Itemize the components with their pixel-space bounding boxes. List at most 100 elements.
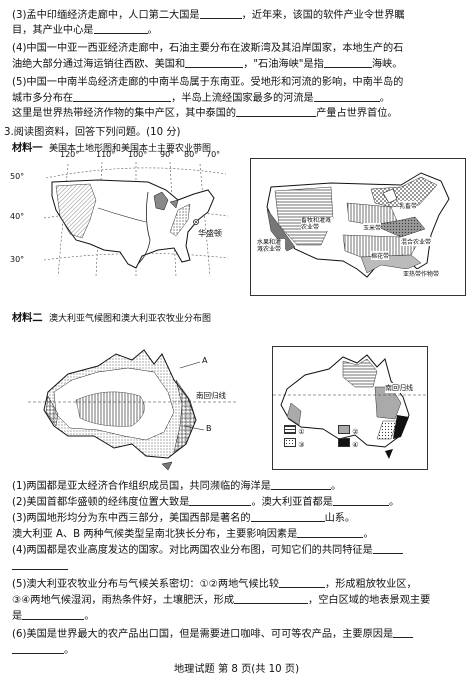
q5-text-a: (5)中国一中南半岛经济走廊的中南半岛属于东南亚。受地形和河流的影响，中南半岛的	[12, 77, 404, 88]
lon-120-label: 120°	[60, 150, 80, 159]
blank[interactable]	[12, 559, 68, 570]
s4-line2	[12, 559, 464, 573]
page-footer: 地理试题 第 8 页(共 10 页)	[173, 664, 300, 675]
s5-text-b: ，形成粗放牧业区，	[325, 579, 417, 590]
blank[interactable]	[372, 543, 403, 554]
s6-text-a: (6)美国是世界最大的农产品出口国，但是需要进口咖啡、可可等农产品，主要原因是	[12, 629, 394, 640]
s2-text-d: 。	[388, 497, 400, 508]
q5-line3: 这里是世界热带经济作物的集中产区，其中泰国的 产量占世界首位。	[12, 106, 464, 120]
corn-belt-label: 玉米带	[363, 223, 382, 232]
q5-text-e: 这里是世界热带经济作物的集中产区，其中泰国的	[12, 108, 237, 119]
q5-text-b: 城市多分布在	[12, 93, 74, 104]
s5-line1: (5)澳大利亚农牧业分布与气候关系密切：①②两地气候比较 ，形成粗放牧业区，	[12, 577, 464, 591]
q4-text-a: (4)中国一中亚一西亚经济走廊中，石油主要分布在波斯湾及其沿岸国家，本地生产的石	[12, 43, 404, 54]
s3-text: (3)两国地形均分为东中西三部分，美国西部是著名的	[12, 513, 251, 524]
q4-text-b: 油绝大部分通过海运销往西欧、美国和	[12, 59, 186, 70]
australia-climate-map: A B 南回归线	[28, 340, 246, 472]
q5-text-c: ，半岛上流经国家最多的河流是	[171, 93, 314, 104]
q3-line: (3)孟中印缅经济走廊中，人口第二大国是 ，近年来，该国的软件产业令世界瞩	[12, 8, 464, 22]
q3-text-b: ，近年来，该国的软件产业令世界瞩	[241, 10, 405, 21]
s6-line1: (6)美国是世界最大的农产品出口国，但是需要进口咖啡、可可等农产品，主要原因是	[12, 627, 464, 641]
blank[interactable]	[279, 577, 326, 588]
blank[interactable]	[189, 495, 252, 506]
legend-swatch-4	[338, 438, 350, 447]
s5-line2: ③④两地气候湿润，雨热条件好，土壤肥沃，形成 ，空白区域的地表景观主要	[12, 593, 464, 607]
legend-4: ④	[352, 441, 359, 449]
s5-text-a: (5)澳大利亚农牧业分布与气候关系密切：①②两地气候比较	[12, 579, 280, 590]
ranching-irrigation-label: 畜牧和灌溉农业带	[301, 217, 333, 231]
s1-text-d: 。	[330, 481, 342, 492]
lon-100-label: 100°	[128, 150, 148, 159]
tropic-label-2: 南回归线	[385, 383, 413, 393]
blank[interactable]	[73, 91, 172, 102]
usa-agri-svg	[266, 172, 450, 278]
q3-text-d: 。	[147, 25, 158, 36]
q4-text-c: ，"石油海峡"是指	[243, 59, 324, 70]
blank[interactable]	[270, 479, 331, 490]
legend-2: ②	[352, 428, 359, 436]
agri-legend: ① ② ③ ④	[284, 425, 404, 465]
s5-text-c: ③④两地气候湿润，雨热条件好，土壤肥沃，形成	[12, 595, 235, 606]
climate-b-label: B	[206, 424, 212, 433]
s5-text-f: 。	[84, 611, 95, 622]
q3-text: (3)孟中印缅经济走廊中，人口第二大国是	[12, 10, 200, 21]
s1-text: (1)两国都是亚太经济合作组织成员国，共同濒临的海洋是	[12, 481, 271, 492]
australia-agri-svg	[273, 354, 427, 459]
blank[interactable]	[12, 643, 64, 654]
blank[interactable]	[185, 57, 244, 68]
lon-80-label: 80°	[184, 150, 199, 159]
s5-text-d: ，空白区域的地表景观主要	[308, 595, 431, 606]
blank[interactable]	[22, 609, 85, 620]
q4-line1: (4)中国一中亚一西亚经济走廊中，石油主要分布在波斯湾及其沿岸国家，本地生产的石	[12, 42, 464, 55]
washington-label: 华盛顿	[198, 229, 222, 238]
lat-30-label: 30°	[10, 255, 25, 264]
blank[interactable]	[332, 495, 389, 506]
blank[interactable]	[250, 511, 325, 522]
s4-text: (4)两国都是农业高度发达的国家。对比两国农业分布图，可知它们的共同特征是	[12, 545, 373, 556]
usa-terrain-map: 50° 40° 30° 120° 110° 100° 90° 80° 70° 华…	[10, 150, 234, 280]
subtropical-crop-label: 亚热带作物带	[403, 269, 440, 278]
dairy-belt-label: 乳畜带	[399, 201, 418, 210]
s6-line2: 。	[12, 643, 464, 657]
s3-text-b: 山系。	[324, 513, 356, 524]
s6-text-b: 。	[64, 645, 75, 656]
s1-line: (1)两国都是亚太经济合作组织成员国，共同濒临的海洋是 。	[12, 479, 464, 493]
blank[interactable]	[93, 23, 148, 34]
blank[interactable]	[323, 57, 372, 68]
blank[interactable]	[199, 8, 242, 19]
s3-line: (3)两国地形均分为东中西三部分，美国西部是著名的 山系。	[12, 511, 464, 525]
s3-text-c: 澳大利亚 A、B 两种气候类型呈南北狭长分布，主要影响因素是	[12, 529, 298, 540]
material-2-title: 材料二 澳大利亚气候图和澳大利亚农牧业分布图	[12, 312, 464, 326]
blank[interactable]	[236, 106, 317, 117]
blank[interactable]	[297, 527, 364, 538]
m2-title: 澳大利亚气候图和澳大利亚农牧业分布图	[49, 314, 212, 324]
q4-text-d: 海峡。	[371, 59, 403, 70]
blank[interactable]	[234, 593, 309, 604]
blank[interactable]	[313, 91, 380, 102]
climate-a-label: A	[202, 356, 208, 365]
mixed-agri-label: 混合农业带	[401, 237, 432, 246]
s3-line2: 澳大利亚 A、B 两种气候类型呈南北狭长分布，主要影响因素是 。	[12, 527, 464, 541]
q5-text-f: 产量占世界首位。	[316, 108, 398, 119]
q5-line2: 城市多分布在 ，半岛上流经国家最多的河流是 。	[12, 91, 464, 105]
s4-line: (4)两国都是农业高度发达的国家。对比两国农业分布图，可知它们的共同特征是	[12, 543, 464, 557]
lon-90-label: 90°	[160, 150, 175, 159]
legend-3: ③	[298, 441, 305, 449]
q3-line2: 目，其产业中心是。	[12, 23, 464, 37]
section-3-heading: 3.阅读图资料，回答下列问题。(10 分)	[4, 126, 456, 139]
q5-text-d: 。	[379, 93, 390, 104]
fruit-irrigation-label: 水果和灌溉农业带	[257, 239, 285, 253]
cotton-belt-label: 棉花带	[371, 251, 390, 260]
sec3-text: 3.阅读图资料，回答下列问题。(10 分)	[4, 127, 181, 138]
s2-text: (2)美国首都华盛顿的经纬度位置大致是	[12, 497, 190, 508]
s3-text-d: 。	[363, 529, 374, 540]
s5-line3: 是。	[12, 609, 464, 623]
blank[interactable]	[393, 627, 414, 638]
usa-agri-map: 乳畜带 畜牧和灌溉农业带 玉米带 混合农业带 水果和灌溉农业带 棉花带 亚热带作…	[250, 158, 466, 296]
s5-text-e: 是	[12, 611, 23, 622]
legend-swatch-1	[284, 425, 296, 434]
q4-line2: 油绝大部分通过海运销往西欧、美国和 ，"石油海峡"是指 海峡。	[12, 57, 464, 71]
lat-40-label: 40°	[10, 212, 25, 221]
legend-swatch-2	[338, 425, 350, 434]
